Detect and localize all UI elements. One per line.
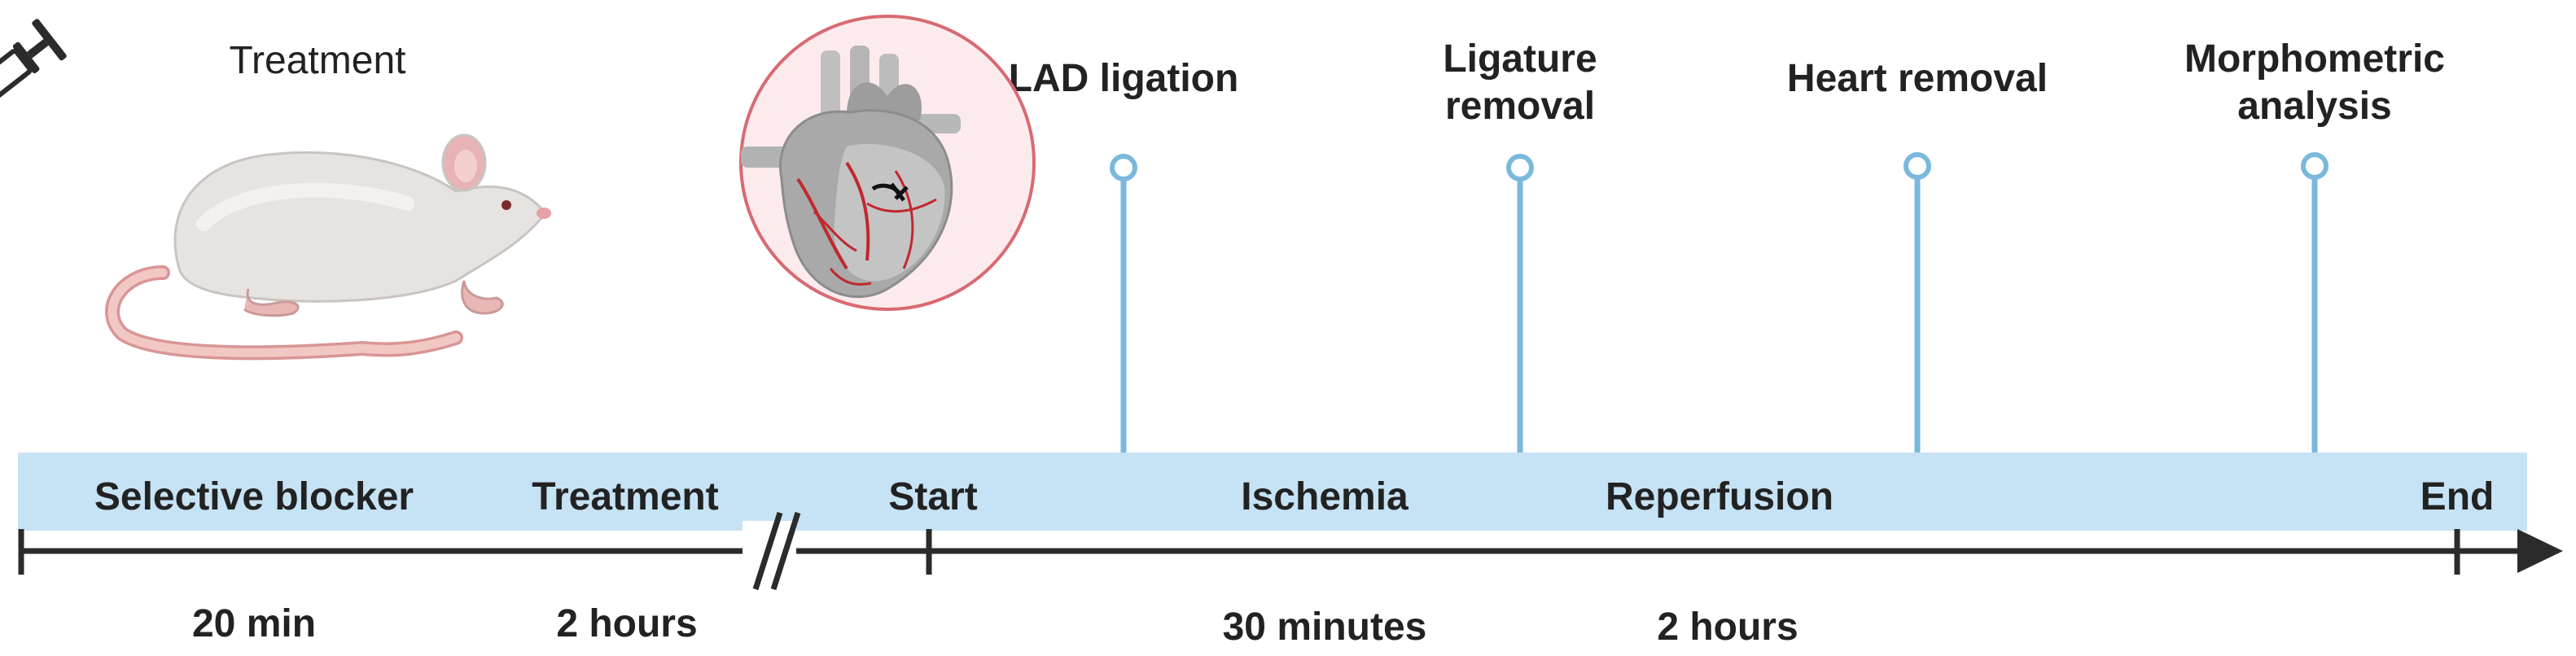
timeline-marker-heart-removal	[1904, 152, 1931, 453]
marker-dot	[2301, 152, 2328, 180]
timeline-marker-lad-ligation	[1110, 154, 1137, 453]
timeline-marker-ligature-removal	[1506, 154, 1534, 453]
syringe-icon	[0, 19, 67, 125]
heart-icon	[739, 15, 1036, 311]
axis-break-icon	[743, 511, 801, 591]
band-label-selective-blocker: Selective blocker	[94, 475, 414, 518]
band-label-ischemia: Ischemia	[1241, 475, 1408, 518]
marker-dot	[1506, 154, 1534, 181]
treatment-caption: Treatment	[230, 39, 406, 82]
band-label-start: Start	[888, 475, 977, 518]
marker-label-morphometric-line2: analysis	[2237, 85, 2391, 128]
axis-arrow-icon	[2517, 529, 2563, 573]
marker-label-ligature-removal-line1: Ligature	[1443, 37, 1597, 81]
marker-dot	[1110, 154, 1137, 181]
duration-label-blocker: 20 min	[192, 602, 316, 645]
band-label-reperfusion: Reperfusion	[1606, 475, 1833, 518]
timeline-band	[18, 453, 2527, 531]
band-label-treatment: Treatment	[532, 475, 718, 518]
timeline-marker-morphometric-analysis	[2301, 152, 2328, 453]
duration-label-ischemia: 30 minutes	[1223, 606, 1427, 649]
marker-dot	[1904, 152, 1931, 180]
marker-label-heart-removal: Heart removal	[1787, 57, 2048, 100]
band-label-end: End	[2420, 475, 2495, 518]
marker-label-lad-ligation: LAD ligation	[1009, 57, 1239, 100]
marker-label-ligature-removal-line2: removal	[1445, 85, 1595, 128]
duration-label-treatment: 2 hours	[556, 602, 697, 645]
rat-icon	[105, 133, 551, 361]
duration-label-reperfusion: 2 hours	[1657, 606, 1798, 649]
marker-label-morphometric-line1: Morphometric	[2184, 37, 2445, 81]
